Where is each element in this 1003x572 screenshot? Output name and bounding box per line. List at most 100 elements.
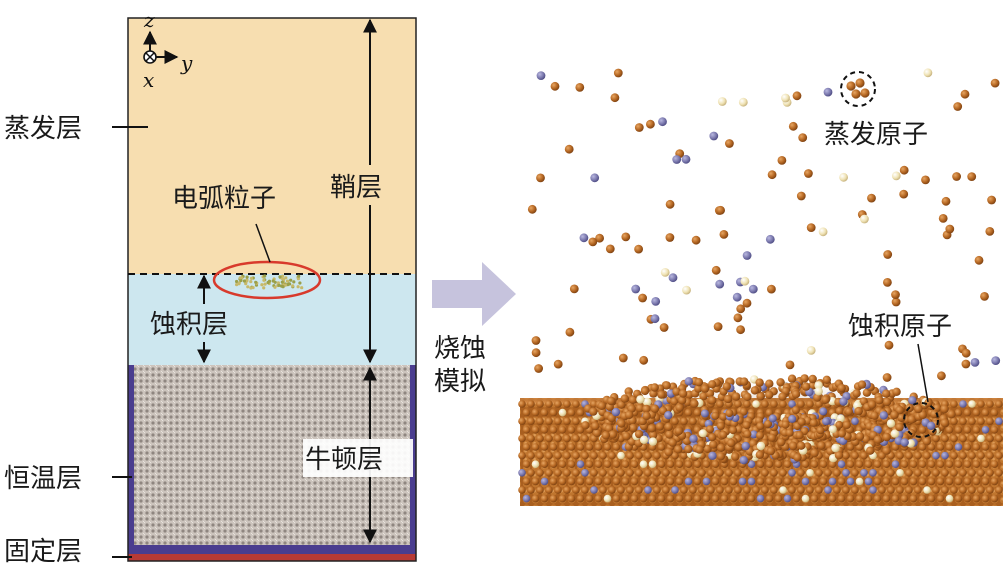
surface-atom — [905, 451, 913, 460]
evaporated-atom — [660, 268, 670, 277]
crater-floor-atom — [842, 421, 851, 429]
rim-atom — [664, 447, 673, 457]
surface-atom — [936, 460, 945, 469]
rim-atom — [592, 428, 602, 438]
surface-atom — [810, 494, 819, 503]
surface-atom — [536, 417, 544, 426]
evaporated-atom — [974, 255, 984, 265]
surface-atom — [995, 434, 1003, 443]
surface-atom — [810, 460, 819, 469]
surface-atom — [738, 494, 747, 503]
evaporated-atom — [891, 171, 901, 181]
surface-atom — [990, 443, 999, 451]
surface-atom — [545, 451, 553, 460]
surface-atom — [963, 408, 972, 417]
surface-atom — [846, 443, 855, 451]
evaporated-atom — [961, 359, 971, 369]
evaporated-atom — [923, 68, 933, 78]
surface-atom — [675, 494, 684, 503]
surface-atom — [797, 469, 805, 477]
crater-floor-atom — [742, 421, 751, 430]
rim-atom — [940, 404, 949, 414]
surface-atom — [657, 443, 666, 451]
surface-atom — [981, 408, 990, 417]
surface-atom — [518, 469, 526, 477]
evaporated-atom — [564, 144, 574, 154]
rim-atom — [890, 429, 900, 438]
arc-particle — [276, 281, 280, 285]
surface-atom — [644, 486, 652, 494]
surface-atom — [756, 494, 765, 503]
rim-atom — [776, 378, 785, 387]
rim-atom — [895, 422, 904, 432]
crater-floor-atom — [706, 425, 714, 434]
evaporated-atom — [899, 189, 909, 199]
surface-atom — [680, 469, 688, 477]
evaporated-atom — [990, 78, 1000, 88]
surface-atom — [585, 443, 594, 451]
surface-atom — [779, 400, 787, 408]
surface-atom — [608, 486, 616, 494]
arc-particle — [285, 279, 290, 283]
process-arrow — [432, 262, 516, 326]
surface-atom — [981, 460, 990, 469]
surface-atom — [639, 460, 648, 469]
surface-atom — [644, 469, 652, 477]
surface-atom — [833, 469, 841, 477]
surface-atom — [954, 408, 963, 417]
evaporated-atom — [891, 290, 900, 299]
arc-particle — [263, 282, 267, 286]
rim-atom — [678, 389, 688, 398]
evaporated-atom — [717, 97, 727, 106]
evaporated-atom — [883, 250, 893, 259]
surface-atom — [635, 451, 643, 460]
surface-atom — [702, 477, 711, 486]
evaporated-atom — [985, 227, 995, 236]
evaporated-atom — [719, 230, 729, 239]
rim-atom — [672, 387, 681, 396]
sheath-layer-label: 鞘层 — [330, 173, 382, 203]
surface-atom — [734, 400, 742, 408]
surface-atom — [990, 477, 999, 486]
evaporated-atom — [792, 91, 802, 101]
surface-atom — [743, 469, 751, 477]
surface-atom — [594, 443, 603, 451]
surface-atom — [932, 486, 940, 494]
arc-particle — [273, 285, 277, 289]
evaporated-atom — [534, 364, 543, 373]
surface-atom — [626, 451, 634, 460]
surface-atom — [815, 486, 823, 494]
surface-atom — [707, 486, 715, 494]
evaporated-atom — [590, 173, 600, 183]
evaporated-atom — [672, 155, 682, 164]
evaporated-atom — [867, 193, 876, 203]
rim-atom — [740, 377, 749, 386]
surface-atom — [522, 494, 531, 503]
surface-atom — [927, 443, 936, 451]
surface-atom — [549, 426, 558, 434]
surface-atom — [954, 426, 963, 434]
crater-floor-atom — [816, 426, 825, 435]
rim-atom — [694, 378, 704, 387]
crater-floor-atom — [764, 419, 773, 428]
surface-atom — [653, 486, 661, 494]
surface-atom — [689, 417, 697, 426]
surface-atom — [747, 494, 756, 503]
arc-particle — [249, 286, 253, 290]
surface-atom — [923, 486, 931, 494]
surface-atom — [531, 460, 540, 469]
surface-atom — [788, 486, 796, 494]
surface-atom — [702, 460, 711, 469]
surface-atom — [896, 451, 904, 460]
surface-atom — [527, 486, 535, 494]
evaporated-atom — [569, 284, 579, 294]
surface-atom — [941, 486, 949, 494]
surface-atom — [531, 426, 540, 434]
surface-atom — [621, 494, 630, 503]
deposited-atoms-highlight — [903, 402, 939, 438]
arc-particle — [297, 274, 301, 278]
surface-atom — [918, 477, 927, 486]
evaporated-atom — [725, 139, 734, 148]
surface-atom — [693, 408, 702, 417]
rim-atom — [708, 380, 717, 389]
